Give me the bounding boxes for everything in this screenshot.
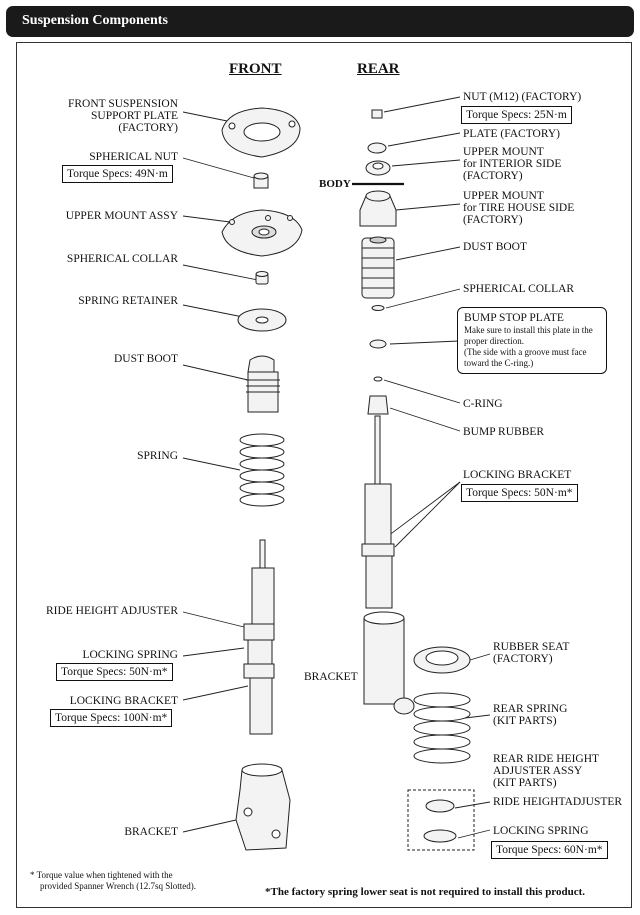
rear-nut bbox=[371, 109, 383, 119]
rear-ride-height-adjuster-label: RIDE HEIGHTADJUSTER bbox=[493, 796, 623, 808]
rear-plate-label: PLATE (FACTORY) bbox=[463, 128, 561, 140]
front-column-title: FRONT bbox=[229, 61, 282, 77]
diagram-frame bbox=[16, 42, 632, 908]
rear-bracket bbox=[363, 611, 415, 715]
front-spherical-nut-label: SPHERICAL NUT bbox=[89, 151, 178, 163]
front-locking-spring-label: LOCKING SPRING bbox=[82, 649, 178, 661]
front-dust-boot-label: DUST BOOT bbox=[113, 353, 178, 365]
rear-locking-bracket-label: LOCKING BRACKET bbox=[463, 469, 572, 481]
rear-bracket-label: BRACKET bbox=[304, 671, 358, 683]
rear-upper-mount-tire bbox=[359, 190, 397, 227]
rear-body-label: BODY bbox=[319, 178, 351, 190]
rear-locking-spring-label: LOCKING SPRING bbox=[493, 825, 589, 837]
rear-spring bbox=[413, 692, 471, 764]
rear-dust-boot-label: DUST BOOT bbox=[463, 241, 528, 253]
rear-locking-spring-torque: Torque Specs: 60N·m* bbox=[491, 841, 608, 859]
front-upper-mount bbox=[221, 209, 303, 257]
front-shock-absorber bbox=[243, 539, 275, 735]
rear-column-title: REAR bbox=[357, 61, 400, 77]
front-locking-bracket-torque: Torque Specs: 100N·m* bbox=[50, 709, 173, 727]
front-spring bbox=[239, 433, 285, 507]
rear-bump-stop-note: BUMP STOP PLATE Make sure to install thi… bbox=[457, 307, 607, 374]
front-spherical-collar bbox=[255, 271, 269, 285]
front-bracket-label: BRACKET bbox=[124, 826, 178, 838]
rear-ride-height-assy bbox=[407, 789, 475, 851]
front-upper-mount-label: UPPER MOUNT ASSY bbox=[65, 210, 178, 222]
section-header: Suspension Components bbox=[6, 6, 634, 37]
front-locking-spring-torque: Torque Specs: 50N·m* bbox=[56, 663, 173, 681]
rear-plate bbox=[367, 142, 387, 154]
front-spring-label: SPRING bbox=[137, 450, 178, 462]
rear-c-ring bbox=[373, 376, 383, 382]
rear-upper-mount-interior bbox=[365, 160, 391, 176]
front-ride-height-label: RIDE HEIGHT ADJUSTER bbox=[45, 605, 178, 617]
rear-rubber-seat bbox=[413, 646, 471, 674]
rear-spring-label: REAR SPRING(KIT PARTS) bbox=[493, 703, 568, 727]
rear-locking-bracket-torque: Torque Specs: 50N·m* bbox=[461, 484, 578, 502]
rear-spherical-collar-label: SPHERICAL COLLAR bbox=[463, 283, 575, 295]
front-spherical-nut-torque: Torque Specs: 49N·m bbox=[62, 165, 173, 183]
section-title: Suspension Components bbox=[22, 13, 168, 28]
front-spherical-nut bbox=[253, 172, 269, 189]
front-dust-boot bbox=[246, 355, 280, 413]
front-bracket bbox=[235, 763, 291, 851]
rear-c-ring-label: C-RING bbox=[463, 398, 503, 410]
rear-nut-torque: Torque Specs: 25N·m bbox=[461, 106, 572, 124]
torque-footnote: * Torque value when tightened with the p… bbox=[30, 870, 196, 891]
rear-bump-rubber bbox=[367, 395, 389, 415]
rear-shock-absorber bbox=[361, 415, 395, 609]
front-support-plate bbox=[221, 107, 301, 158]
front-spring-retainer bbox=[237, 308, 287, 332]
rear-bump-stop-plate bbox=[369, 339, 387, 349]
rear-nut-label: NUT (M12) (FACTORY) bbox=[463, 91, 582, 103]
factory-footnote: *The factory spring lower seat is not re… bbox=[265, 886, 586, 898]
front-spherical-collar-label: SPHERICAL COLLAR bbox=[66, 253, 178, 265]
rear-spherical-collar bbox=[371, 305, 385, 311]
rear-bump-rubber-label: BUMP RUBBER bbox=[463, 426, 545, 438]
front-spring-retainer-label: SPRING RETAINER bbox=[78, 295, 178, 307]
front-locking-bracket-label: LOCKING BRACKET bbox=[69, 695, 178, 707]
rear-dust-boot bbox=[361, 236, 395, 299]
rear-rubber-seat-label: RUBBER SEAT(FACTORY) bbox=[493, 641, 570, 665]
